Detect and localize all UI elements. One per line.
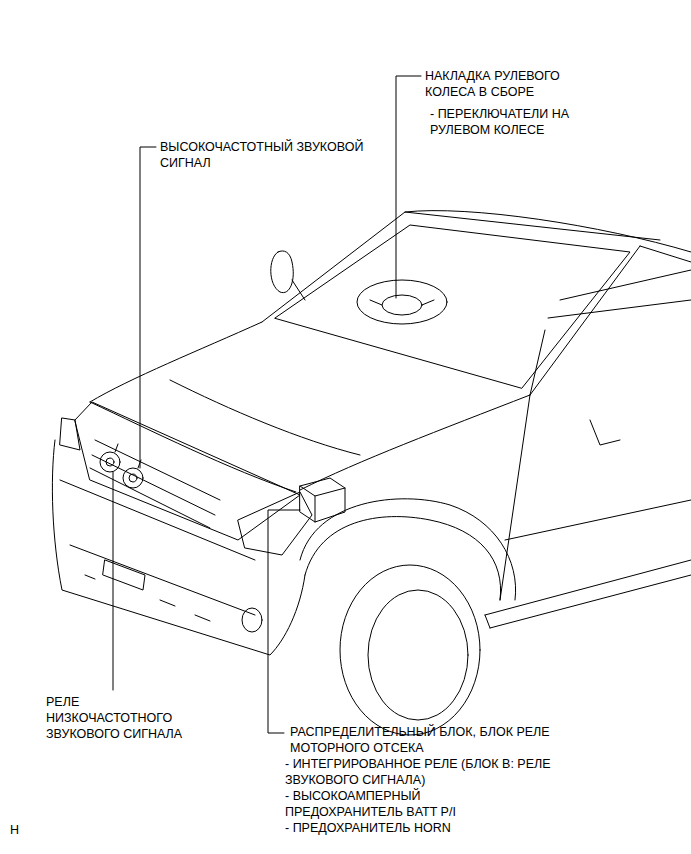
headlight	[238, 492, 312, 555]
figure-code: H	[10, 822, 50, 838]
low-horn	[100, 452, 120, 472]
steering-pad	[382, 295, 422, 315]
sub-part-name: - ПРЕДОХРАНИТЕЛЬ HORN	[285, 820, 485, 836]
grille-frame	[75, 402, 300, 540]
part-name: НАКЛАДКА РУЛЕВОГО КОЛЕСА В СБОРЕ	[425, 68, 595, 100]
high-horn	[123, 468, 143, 488]
fender-flare	[300, 499, 516, 600]
hood-left	[90, 322, 262, 402]
sub-part-name: - ПЕРЕКЛЮЧАТЕЛИ НА РУЛЕВОМ КОЛЕСЕ	[430, 106, 600, 138]
sub-part-name: - ИНТЕГРИРОВАННОЕ РЕЛЕ (БЛОК В: РЕЛЕ ЗВУ…	[285, 756, 595, 788]
plate-mount	[103, 560, 145, 590]
high-horn-center	[129, 474, 137, 482]
steering-wheel	[357, 280, 447, 324]
leader-lines	[113, 76, 421, 733]
hood-right	[300, 395, 530, 490]
roof-edge	[262, 212, 660, 322]
truck-body	[52, 211, 691, 735]
door-handle	[590, 420, 620, 445]
mirror	[271, 251, 294, 293]
bumper-lines	[60, 480, 255, 615]
leader-line	[396, 76, 421, 298]
roof-line	[405, 211, 691, 252]
a-pillar	[530, 246, 640, 395]
running-board	[485, 560, 691, 628]
mirror-arm	[292, 280, 305, 300]
bumper	[52, 440, 305, 655]
grille-bars	[90, 440, 220, 528]
wheel-arch	[305, 517, 501, 600]
part-name: РЕЛЕ НИЗКОЧАСТОТНОГО ЗВУКОВОГО СИГНАЛА	[46, 694, 206, 742]
wheel-spokes	[370, 300, 434, 305]
horn-brackets	[115, 444, 141, 468]
headlight-left	[60, 418, 80, 450]
relay-box-edges	[300, 486, 345, 522]
tire	[340, 565, 480, 735]
part-name: РАСПРЕДЕЛИТЕЛЬНЫЙ БЛОК, БЛОК РЕЛЕ МОТОРН…	[290, 724, 590, 756]
sub-part-name: - ВЫСОКОАМПЕРНЫЙ ПРЕДОХРАНИТЕЛЬ BATT P/I	[285, 788, 485, 820]
side-window	[548, 270, 691, 318]
bumper-vents	[85, 575, 210, 621]
body-side-line	[505, 500, 691, 540]
relay-box	[300, 478, 345, 522]
relay-box-body	[300, 478, 345, 522]
leader-line	[268, 510, 300, 733]
leader-line	[140, 147, 156, 468]
door-line	[500, 246, 691, 600]
hood-crease	[170, 380, 360, 455]
fog-light	[242, 608, 262, 632]
horn-parts	[100, 444, 143, 488]
low-horn-center	[106, 458, 114, 466]
leader-line	[113, 472, 114, 690]
part-name: ВЫСОКОЧАСТОТНЫЙ ЗВУКОВОЙ СИГНАЛ	[160, 139, 390, 171]
wheel-rim	[368, 590, 468, 720]
windshield	[275, 225, 630, 388]
